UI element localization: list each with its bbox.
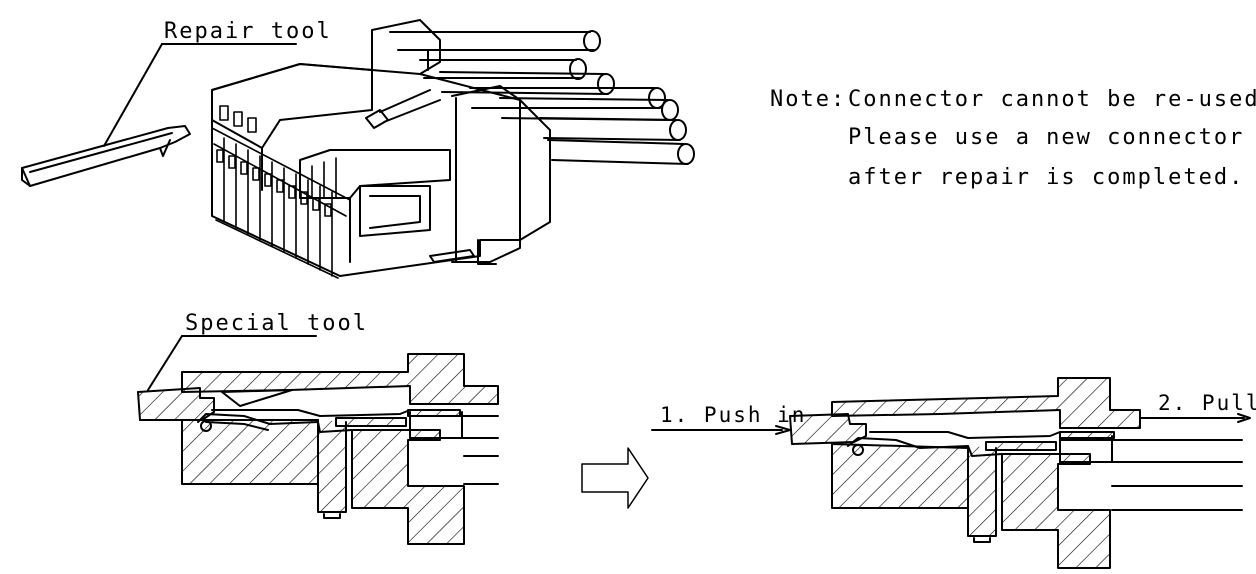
special-tool-leader bbox=[147, 335, 317, 391]
note-line-1: Connector cannot be re-used. bbox=[848, 87, 1256, 112]
push-in-label: 1. Push in bbox=[660, 403, 806, 427]
note-line-3: after repair is completed. bbox=[848, 165, 1244, 190]
transition-arrow bbox=[581, 447, 649, 509]
cross-section-after bbox=[651, 377, 1251, 569]
note-line-2: Please use a new connector bbox=[848, 125, 1244, 150]
pull-label: 2. Pull bbox=[1158, 391, 1256, 415]
special-tool-label: Special tool bbox=[185, 311, 368, 336]
note-block: Note: Connector cannot be re-used. Pleas… bbox=[770, 87, 1256, 190]
connector-3d-drawing bbox=[211, 19, 695, 279]
repair-tool-drawing bbox=[21, 125, 191, 187]
note-prefix: Note: bbox=[770, 87, 846, 112]
repair-tool-label: Repair tool bbox=[164, 19, 332, 44]
cross-section-before bbox=[137, 353, 499, 545]
repair-tool-leader bbox=[103, 43, 297, 147]
